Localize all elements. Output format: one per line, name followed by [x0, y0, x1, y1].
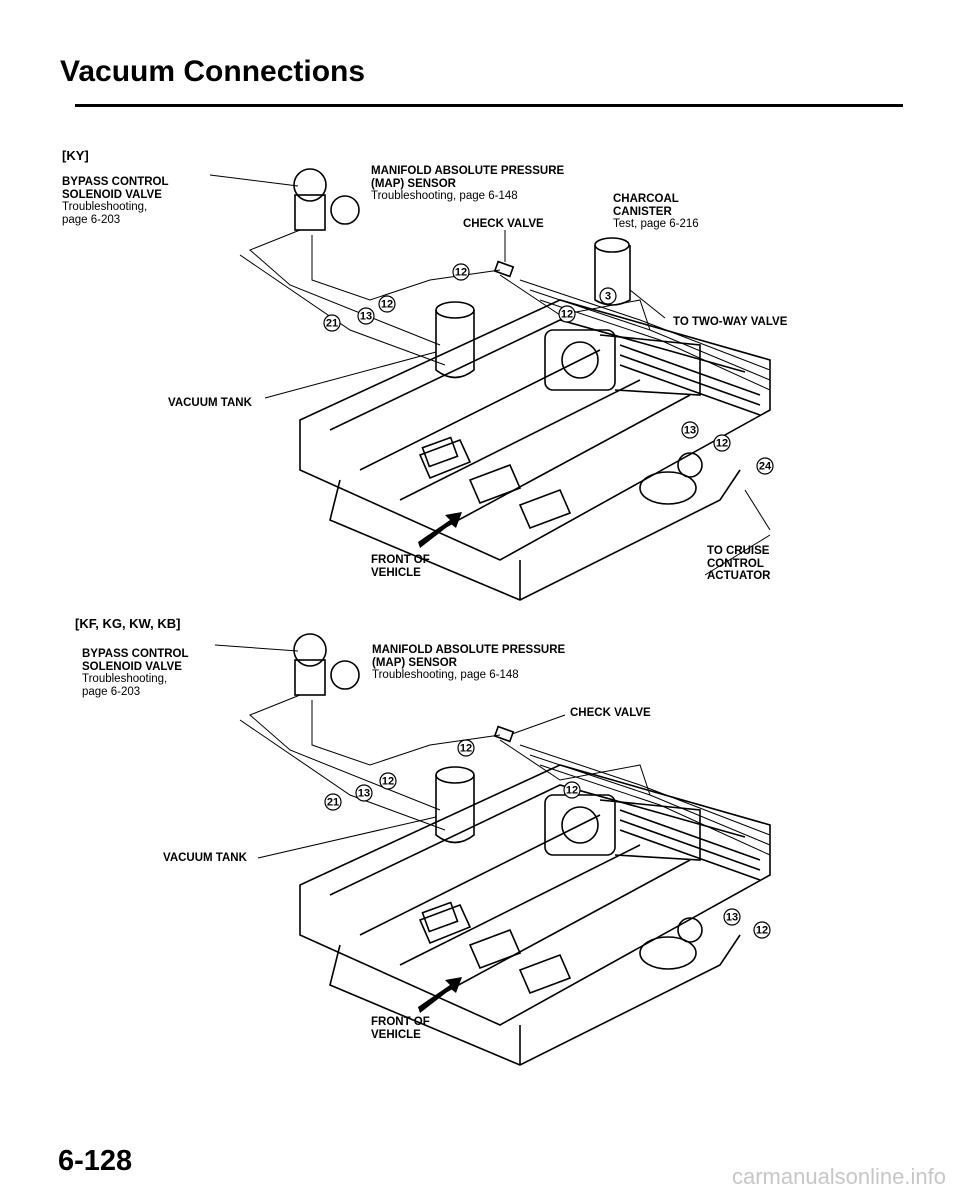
- bypass-valve-label-bottom: BYPASS CONTROL SOLENOID VALVE Troublesho…: [82, 648, 189, 698]
- hose-bottom-circle-1: [355, 784, 373, 802]
- map-sensor-title: MANIFOLD ABSOLUTE PRESSURE (MAP) SENSOR: [371, 165, 565, 190]
- front-of-vehicle-label-bottom: FRONT OF VEHICLE: [371, 1016, 430, 1041]
- section-label-kf: [KF, KG, KW, KB]: [75, 616, 181, 631]
- bypass-valve-ref-bottom: Troubleshooting, page 6-203: [82, 673, 168, 698]
- hose-top-number-0: 12: [455, 267, 467, 279]
- bypass-valve-title: BYPASS CONTROL SOLENOID VALVE: [62, 176, 169, 201]
- hose-bottom-circle-0: [457, 739, 475, 757]
- title-rule: [75, 104, 903, 107]
- hose-top-circle-1: [357, 307, 375, 325]
- charcoal-canister-ref: Test, page 6-216: [613, 218, 699, 230]
- charcoal-canister-label: CHARCOAL CANISTER Test, page 6-216: [613, 193, 699, 231]
- vacuum-tank-label: VACUUM TANK: [168, 397, 252, 409]
- hose-bottom-circle-6: [753, 921, 771, 939]
- hose-top-number-7: 12: [716, 438, 728, 450]
- hose-bottom-circle-4: [563, 781, 581, 799]
- hose-top-number-4: 12: [561, 309, 573, 321]
- map-sensor-ref-bottom: Troubleshooting, page 6-148: [372, 669, 519, 681]
- bypass-valve-label: BYPASS CONTROL SOLENOID VALVE Troublesho…: [62, 176, 169, 226]
- map-sensor-ref: Troubleshooting, page 6-148: [371, 190, 518, 202]
- hose-top-circle-4: [558, 305, 576, 323]
- check-valve-label: CHECK VALVE: [463, 218, 544, 230]
- hose-callouts: 12 13 21 12 12 3 13 12 24 12 13 21 12 12 13 12: [323, 263, 774, 939]
- hose-bottom-number-2: 21: [327, 797, 339, 809]
- hose-top-circle-7: [713, 434, 731, 452]
- hose-top-number-5: 3: [605, 291, 611, 303]
- hose-bottom-circle-2: [324, 793, 342, 811]
- engine-diagram-bottom: [214, 633, 771, 1066]
- hose-top-circle-8: [756, 457, 774, 475]
- hose-top-number-1: 13: [360, 311, 372, 323]
- map-sensor-title-bottom: MANIFOLD ABSOLUTE PRESSURE (MAP) SENSOR: [372, 644, 566, 669]
- hose-top-number-3: 12: [381, 299, 393, 311]
- hose-top-circle-2: [323, 314, 341, 332]
- hose-bottom-circle-3: [379, 772, 397, 790]
- engine-diagram-top: [209, 168, 771, 601]
- hose-bottom-circle-5: [723, 908, 741, 926]
- charcoal-canister-title: CHARCOAL CANISTER: [613, 193, 679, 218]
- vacuum-tank-label-bottom: VACUUM TANK: [163, 852, 247, 864]
- hose-top-circle-3: [378, 295, 396, 313]
- hose-top-number-6: 13: [684, 425, 696, 437]
- bypass-valve-title-bottom: BYPASS CONTROL SOLENOID VALVE: [82, 648, 189, 673]
- map-sensor-label-bottom: MANIFOLD ABSOLUTE PRESSURE (MAP) SENSOR …: [372, 644, 565, 682]
- hose-bottom-number-6: 12: [756, 925, 768, 937]
- hose-top-circle-0: [452, 263, 470, 281]
- hose-top-circle-6: [681, 421, 699, 439]
- hose-bottom-number-1: 13: [358, 788, 370, 800]
- two-way-valve-label: TO TWO-WAY VALVE: [673, 316, 788, 328]
- page-number: 6-128: [58, 1145, 133, 1177]
- section-label-ky: [KY]: [62, 148, 89, 163]
- hose-top-circle-5: [599, 287, 617, 305]
- check-valve-label-bottom: CHECK VALVE: [570, 707, 651, 719]
- hose-bottom-number-4: 12: [566, 785, 578, 797]
- watermark: carmanualsonline.info: [731, 1164, 946, 1189]
- hose-top-number-2: 21: [326, 318, 338, 330]
- page-title: Vacuum Connections: [60, 55, 366, 88]
- bypass-valve-ref: Troubleshooting, page 6-203: [62, 201, 148, 226]
- hose-bottom-number-3: 12: [382, 776, 394, 788]
- hose-bottom-number-0: 12: [460, 743, 472, 755]
- cruise-actuator-label: TO CRUISE CONTROL ACTUATOR: [707, 545, 771, 582]
- hose-top-number-8: 24: [759, 461, 772, 473]
- map-sensor-label: MANIFOLD ABSOLUTE PRESSURE (MAP) SENSOR …: [371, 165, 564, 203]
- hose-bottom-number-5: 13: [726, 912, 738, 924]
